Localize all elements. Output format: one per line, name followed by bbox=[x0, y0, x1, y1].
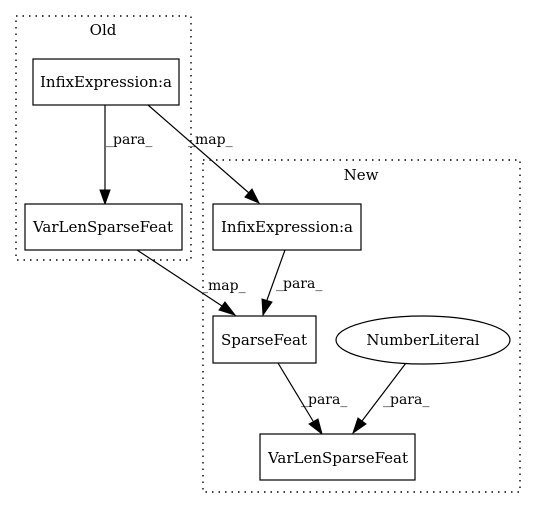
node-box bbox=[259, 433, 416, 481]
edge-line bbox=[361, 362, 407, 422]
edge-label: _para_ bbox=[383, 392, 429, 408]
node-new-sparse-feat: SparseFeat bbox=[212, 315, 317, 364]
arrowhead bbox=[99, 189, 111, 206]
edge-line bbox=[277, 362, 314, 422]
node-label: VarLenSparseFeat bbox=[32, 218, 173, 236]
arrowhead bbox=[218, 301, 237, 316]
edge-line bbox=[266, 249, 286, 301]
edge-label: _para_ bbox=[276, 276, 322, 292]
node-new-infix-expression: InfixExpression:a bbox=[212, 203, 362, 251]
node-label: NumberLiteral bbox=[366, 331, 479, 349]
edge-new-number-to-new-varlen: _para_ bbox=[352, 362, 429, 435]
edge-new-infix-to-new-sparse: _para_ bbox=[261, 249, 322, 317]
node-box bbox=[212, 315, 317, 364]
node-new-number-literal: NumberLiteral bbox=[335, 315, 511, 365]
node-box bbox=[24, 203, 183, 251]
node-old-varlen-sparse-feat: VarLenSparseFeat bbox=[24, 203, 183, 251]
edge-old-infix-to-old-varlen: _para_ bbox=[99, 105, 152, 206]
node-label: SparseFeat bbox=[221, 331, 307, 349]
node-new-varlen-sparse-feat: VarLenSparseFeat bbox=[259, 433, 416, 481]
node-box bbox=[212, 203, 362, 251]
cluster-new-label: New bbox=[344, 166, 379, 184]
arrowhead bbox=[308, 418, 323, 436]
node-label: InfixExpression:a bbox=[221, 218, 353, 236]
node-label: VarLenSparseFeat bbox=[267, 449, 408, 467]
node-old-infix-expression: InfixExpression:a bbox=[32, 58, 180, 106]
node-box bbox=[32, 58, 180, 106]
node-label: InfixExpression:a bbox=[40, 73, 172, 91]
cluster-old-label: Old bbox=[90, 21, 117, 39]
arrowhead bbox=[244, 188, 261, 204]
edge-label: _map_ bbox=[188, 132, 233, 148]
cluster-new-border bbox=[202, 159, 521, 493]
edge-label: _map_ bbox=[201, 278, 246, 294]
edge-old-varlen-to-new-sparse: _map_ bbox=[136, 249, 246, 316]
edge-line bbox=[147, 104, 250, 194]
edge-new-sparse-to-new-varlen: _para_ bbox=[277, 362, 347, 436]
arrowhead bbox=[352, 417, 367, 435]
edge-label: _para_ bbox=[106, 132, 152, 148]
cluster-old: Old bbox=[15, 15, 192, 261]
edge-label: _para_ bbox=[301, 392, 347, 408]
cluster-old-border bbox=[15, 15, 192, 261]
edge-old-infix-to-new-infix: _map_ bbox=[147, 104, 261, 204]
arrowhead bbox=[261, 298, 273, 317]
edge-line bbox=[136, 249, 223, 307]
node-ellipse bbox=[335, 315, 511, 365]
cluster-new: New bbox=[202, 159, 521, 493]
